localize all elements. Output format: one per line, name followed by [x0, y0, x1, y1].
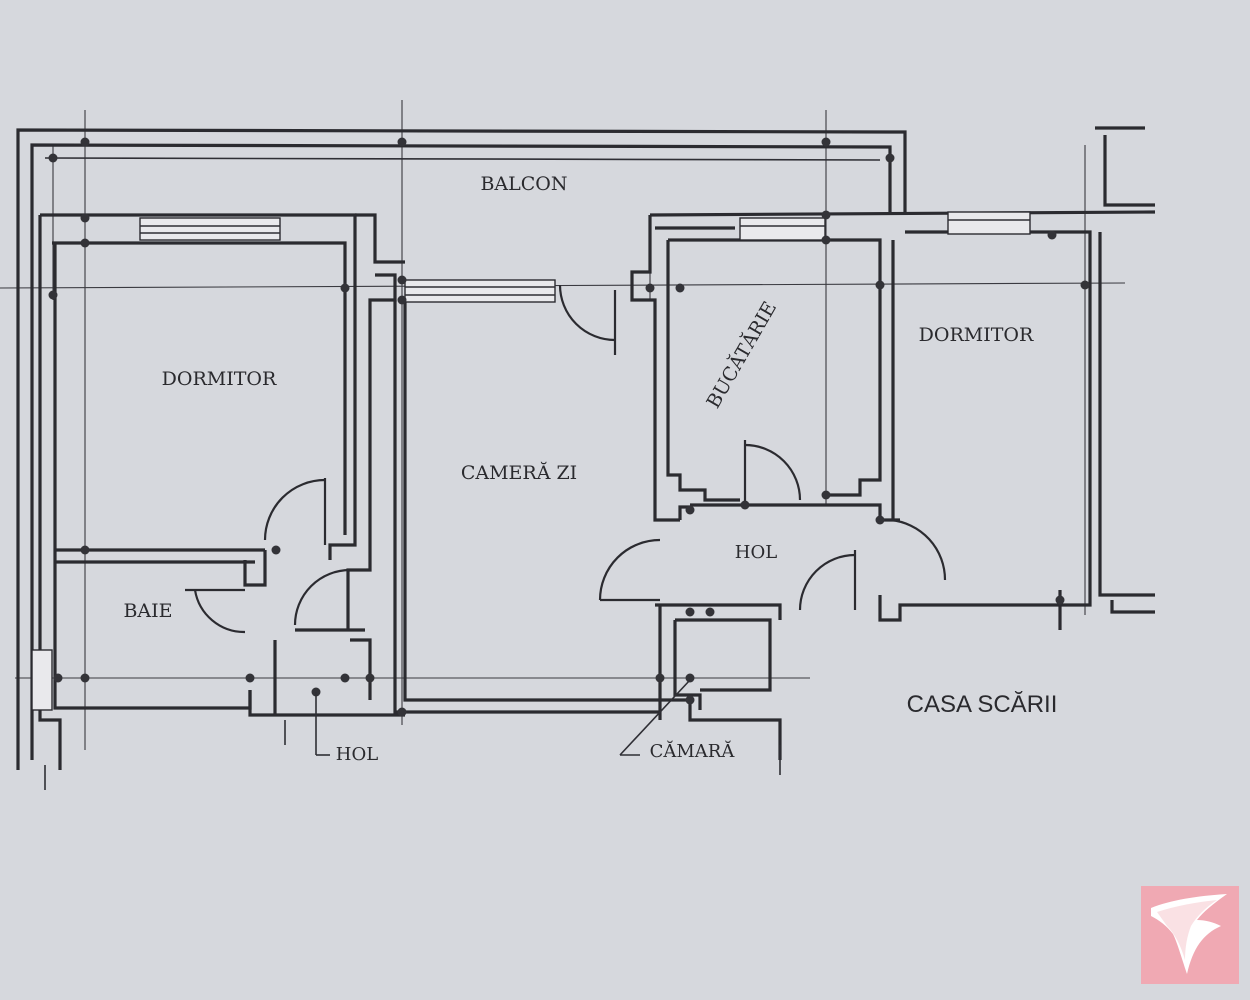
leader-lines — [44, 679, 781, 790]
room-label-hol-center: HOL — [735, 542, 777, 563]
room-label-hol-bottom: HOL — [336, 744, 378, 765]
room-label-camara: CĂMARĂ — [650, 739, 736, 762]
brand-logo — [1141, 886, 1239, 984]
walls — [16, 126, 1156, 770]
room-label-dormitor-right: DORMITOR — [919, 324, 1034, 346]
room-label-balcon: BALCON — [480, 173, 567, 195]
room-label-bucatarie: BUCĂTĂRIE — [702, 297, 782, 412]
room-label-baie: BAIE — [123, 600, 172, 622]
room-label-camera-zi: CAMERĂ ZI — [461, 461, 577, 484]
outside-label-casa-scarii: CASA SCĂRII — [907, 691, 1058, 718]
room-label-dormitor-left: DORMITOR — [162, 368, 277, 390]
axis-dots — [48, 137, 1090, 717]
brand-swoosh-icon — [1151, 894, 1227, 974]
axis-lines — [0, 100, 1126, 750]
doors — [185, 284, 947, 634]
windows — [31, 211, 1031, 711]
